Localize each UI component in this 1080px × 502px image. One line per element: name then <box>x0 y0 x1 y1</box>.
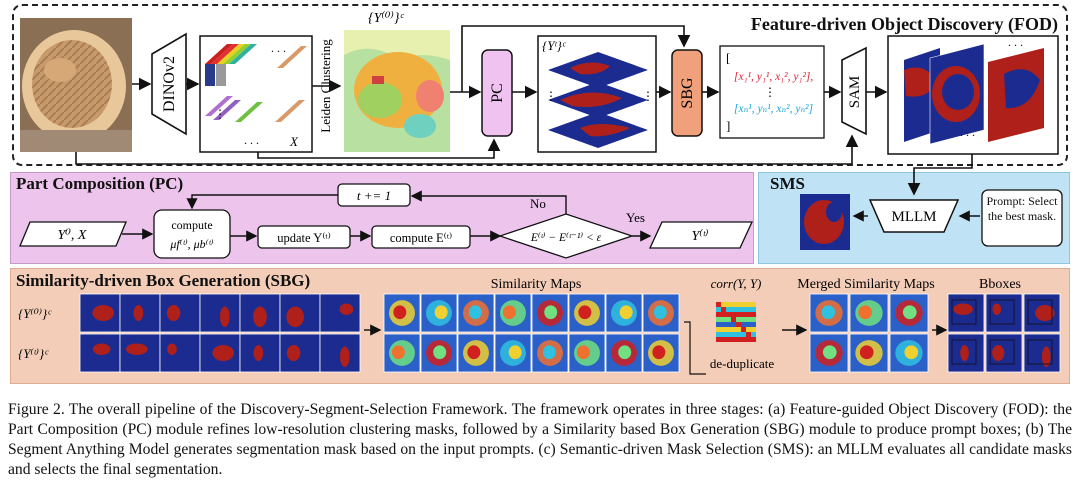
y0-set-label: {Y⁽⁰⁾}ᶜ <box>368 11 404 26</box>
pc-block-label: PC <box>489 83 506 103</box>
correlation-matrix <box>716 302 756 342</box>
input-photo <box>20 18 132 152</box>
merged-maps-label: Merged Similarity Maps <box>797 277 934 292</box>
sbg-block <box>671 49 703 137</box>
pc-no-label: No <box>530 196 546 211</box>
svg-text:⋮: ⋮ <box>764 85 776 99</box>
dinov2-block <box>151 32 187 136</box>
svg-text:compute: compute <box>171 218 212 232</box>
sbg-rowt-label: {Y⁽ᵗ⁾}ᶜ <box>18 346 49 361</box>
mllm-block <box>868 199 960 233</box>
sbg-row0-label: {Y⁽⁰⁾}ᶜ <box>18 306 52 321</box>
pc-output-node <box>648 221 754 249</box>
pc-input-node <box>19 221 127 247</box>
box-row-n: [xₙ¹, yₙ¹, xₙ², yₙ²] <box>734 103 813 115</box>
sam-output-masks: . . . . . . <box>887 35 1059 155</box>
svg-text:. . .: . . . <box>271 41 286 55</box>
box-row-1: [x₁¹, y₁¹, x₁², y₁²], <box>734 71 813 83</box>
yt-masks: {Yᵗ}ᶜ ⋮ ⋮ <box>537 35 657 153</box>
sbg-mask-strip <box>79 293 361 373</box>
feature-grid: . . . ⋮ . . . X <box>199 35 313 153</box>
sbg-title: Similarity-driven Box Generation (SBG) <box>16 271 311 290</box>
sms-mask-thumb <box>800 194 850 250</box>
pc-condition-label: E⁽ᵗ⁾ − E⁽ᵗ⁻¹⁾ < ε <box>530 232 602 244</box>
corr-label: corr(Y, Y) <box>711 276 762 291</box>
sam-label: SAM <box>847 76 863 109</box>
dedup-label: de-duplicate <box>710 356 774 371</box>
svg-text:. . .: . . . <box>1008 35 1023 49</box>
prompt-box <box>981 189 1063 247</box>
pc-update-label: update Y⁽ᵗ⁾ <box>277 231 331 245</box>
svg-text:. . .: . . . <box>960 125 975 139</box>
mllm-label: MLLM <box>892 209 937 225</box>
figure-caption: Figure 2. The overall pipeline of the Di… <box>8 401 1072 478</box>
feature-x-label: X <box>289 134 299 149</box>
pc-increment-label: t += 1 <box>357 188 391 203</box>
pc-compute-mu-node <box>153 209 231 259</box>
similarity-maps <box>383 293 680 373</box>
dinov2-label: DINOv2 <box>161 56 178 112</box>
bboxes-label: Bboxes <box>979 277 1021 292</box>
pc-title: Part Composition (PC) <box>16 174 184 193</box>
svg-text:. . .: . . . <box>244 133 259 147</box>
box-coordinates: [ [x₁¹, y₁¹, x₁², y₁²], ⋮ [xₙ¹, yₙ¹, xₙ²… <box>719 45 825 139</box>
sam-block <box>841 46 867 136</box>
pc-yes-label: Yes <box>626 210 645 225</box>
sbg-block-label: SBG <box>679 77 696 109</box>
svg-text:[: [ <box>726 50 730 65</box>
pc-input-label: Y⁰, X <box>58 228 87 243</box>
svg-text:]: ] <box>726 118 730 133</box>
pc-update-node <box>257 225 351 249</box>
pc-block <box>481 49 513 137</box>
bbox-maps <box>947 293 1061 373</box>
pc-compute-e-node <box>371 225 471 249</box>
pc-compute-mu-label: μf⁽ᵗ⁾, μb⁽ᵗ⁾ <box>169 237 213 251</box>
similarity-maps-label: Similarity Maps <box>491 277 582 292</box>
pc-output-label: Y⁽ᵗ⁾ <box>691 229 709 244</box>
prompt-text: Prompt: Select the best mask. <box>986 194 1058 223</box>
yt-set-label: {Yᵗ}ᶜ <box>542 38 567 53</box>
pc-compute-e-label: compute E⁽ᵗ⁾ <box>390 231 452 245</box>
svg-text:⋮: ⋮ <box>642 89 654 103</box>
fod-panel <box>12 4 1068 166</box>
svg-text:⋮: ⋮ <box>214 107 226 121</box>
fod-title: Feature-driven Object Discovery (FOD) <box>750 14 1058 34</box>
sms-title: SMS <box>770 174 805 193</box>
svg-text:⋮: ⋮ <box>545 89 557 103</box>
pipeline-diagram: DINOv2 . . . ⋮ . . . X Leiden Clustering… <box>18 11 1063 375</box>
cluster-map <box>344 30 450 152</box>
merged-similarity-maps <box>809 293 929 373</box>
